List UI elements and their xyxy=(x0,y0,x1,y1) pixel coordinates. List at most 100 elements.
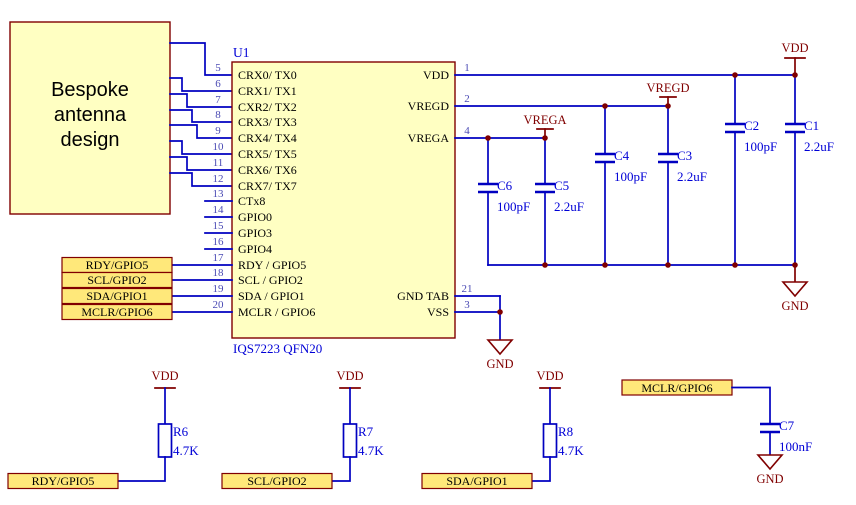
antenna-label-line2: antenna xyxy=(54,104,127,126)
pin-num-13: 13 xyxy=(213,188,225,200)
capacitor-c2: C2 100pF xyxy=(725,74,777,266)
c3-value: 2.2uF xyxy=(677,169,707,184)
vrega-symbol: VREGA xyxy=(523,113,567,139)
vss-gnd: GND xyxy=(454,295,514,371)
r7-ref: R7 xyxy=(358,424,374,439)
pin-num-20: 20 xyxy=(213,299,225,311)
gnd-triangle xyxy=(781,281,809,298)
wire-crx5 xyxy=(169,140,233,155)
pin-name-scl: SCL / GPIO2 xyxy=(238,273,303,287)
port-rdy-gpio5-bottom xyxy=(7,472,119,490)
vdd-label: VDD xyxy=(536,369,563,383)
c4-ref: C4 xyxy=(614,148,630,163)
pin-num-19: 19 xyxy=(213,283,225,295)
port-label-mclr: MCLR/GPIO6 xyxy=(81,305,152,319)
vregd-symbol: VREGD xyxy=(646,81,690,107)
pullup-r6: VDD R6 4.7K RDY/GPIO5 xyxy=(7,369,199,490)
junction-dot xyxy=(497,309,503,315)
vdd-label: VDD xyxy=(336,369,363,383)
wire-crx1 xyxy=(169,77,233,92)
c1-ref: C1 xyxy=(804,118,819,133)
junction-dot xyxy=(602,262,608,268)
gnd-triangle xyxy=(486,339,514,356)
pin-num-1: 1 xyxy=(464,62,470,74)
capacitor-c5: C5 2.2uF xyxy=(535,137,584,266)
pin-name-crx7: CRX7/ TX7 xyxy=(238,179,297,193)
junction-dot xyxy=(665,103,671,109)
capacitor-c3: C3 2.2uF xyxy=(658,105,707,266)
c5-ref: C5 xyxy=(554,178,569,193)
c1-value: 2.2uF xyxy=(804,139,834,154)
junction-dot xyxy=(792,72,798,78)
pin-name-vdd: VDD xyxy=(423,68,449,82)
pin-name-vrega: VREGA xyxy=(408,131,450,145)
wire-crx3 xyxy=(169,109,233,123)
pin-num-15: 15 xyxy=(213,220,225,232)
capacitor-c6: C6 100pF xyxy=(478,137,530,266)
pin-num-14: 14 xyxy=(213,204,225,216)
pin-num-2: 2 xyxy=(464,93,470,105)
pin-name-rdy: RDY / GPIO5 xyxy=(238,258,306,272)
gnd-label: GND xyxy=(756,472,783,486)
vdd-label: VDD xyxy=(781,41,808,55)
r7-value: 4.7K xyxy=(358,443,384,458)
r8-value: 4.7K xyxy=(558,443,584,458)
c3-ref: C3 xyxy=(677,148,692,163)
pin-name-gpio4: GPIO4 xyxy=(238,242,272,256)
pin-name-mclr: MCLR / GPIO6 xyxy=(238,305,315,319)
pin-num-17: 17 xyxy=(213,252,225,264)
antenna-label-line1: Bespoke xyxy=(51,79,129,101)
wire-crx0 xyxy=(169,42,233,76)
antenna-block: Bespoke antenna design xyxy=(9,21,171,215)
pin-num-3: 3 xyxy=(464,299,470,311)
r8-ref: R8 xyxy=(558,424,573,439)
pin-name-crx6: CRX6/ TX6 xyxy=(238,163,297,177)
r6-value: 4.7K xyxy=(173,443,199,458)
ic-designator: U1 xyxy=(233,45,250,60)
wire-crx4 xyxy=(169,124,233,139)
pin-num-4: 4 xyxy=(464,125,470,137)
port-label-scl: SCL/GPIO2 xyxy=(247,474,306,488)
pin-name-vss: VSS xyxy=(427,305,449,319)
gnd-triangle xyxy=(756,454,784,471)
capacitor-c4: C4 100pF xyxy=(595,105,647,266)
pin-num-12: 12 xyxy=(213,173,224,185)
pin-name-crx0: CRX0/ TX0 xyxy=(238,68,297,82)
pin-num-5: 5 xyxy=(215,62,221,74)
r6-bottom-wire xyxy=(117,456,166,482)
port-label-rdy: RDY/GPIO5 xyxy=(32,474,95,488)
c2-value: 100pF xyxy=(744,139,777,154)
gnd-label: GND xyxy=(486,357,513,371)
antenna-label-line3: design xyxy=(61,129,120,151)
junction-dot xyxy=(665,262,671,268)
mclr-c7-group: MCLR/GPIO6 C7 100nF GND xyxy=(621,379,812,486)
pin-num-10: 10 xyxy=(213,141,225,153)
port-label-scl: SCL/GPIO2 xyxy=(87,273,146,287)
port-label-sda: SDA/GPIO1 xyxy=(446,474,507,488)
pin-name-ctx8: CTx8 xyxy=(238,194,265,208)
port-label-sda: SDA/GPIO1 xyxy=(86,289,147,303)
pullup-r7: VDD R7 4.7K SCL/GPIO2 xyxy=(221,369,384,490)
r8-bottom-wire xyxy=(531,456,551,482)
pin-name-crx2: CXR2/ TX2 xyxy=(238,100,297,114)
port-scl-gpio2 xyxy=(61,271,173,289)
pin-num-7: 7 xyxy=(215,94,221,106)
pin-name-gndtab: GND TAB xyxy=(397,289,449,303)
vdd-label: VDD xyxy=(151,369,178,383)
junction-dot xyxy=(732,262,738,268)
c5-value: 2.2uF xyxy=(554,199,584,214)
port-sda-gpio1 xyxy=(61,287,173,305)
gnd-label: GND xyxy=(781,299,808,313)
pin-name-sda: SDA / GPIO1 xyxy=(238,289,305,303)
pin-num-21: 21 xyxy=(462,283,473,295)
port-mclr-gpio6 xyxy=(61,303,173,321)
wire-crx2 xyxy=(169,93,233,108)
port-label-mclr: MCLR/GPIO6 xyxy=(641,381,712,395)
c4-value: 100pF xyxy=(614,169,647,184)
pin-name-gpio0: GPIO0 xyxy=(238,210,272,224)
c6-value: 100pF xyxy=(497,199,530,214)
pin-name-crx4: CRX4/ TX4 xyxy=(238,131,297,145)
pin-name-gpio3: GPIO3 xyxy=(238,226,272,240)
ic-part-number: IQS7223 QFN20 xyxy=(233,341,322,356)
